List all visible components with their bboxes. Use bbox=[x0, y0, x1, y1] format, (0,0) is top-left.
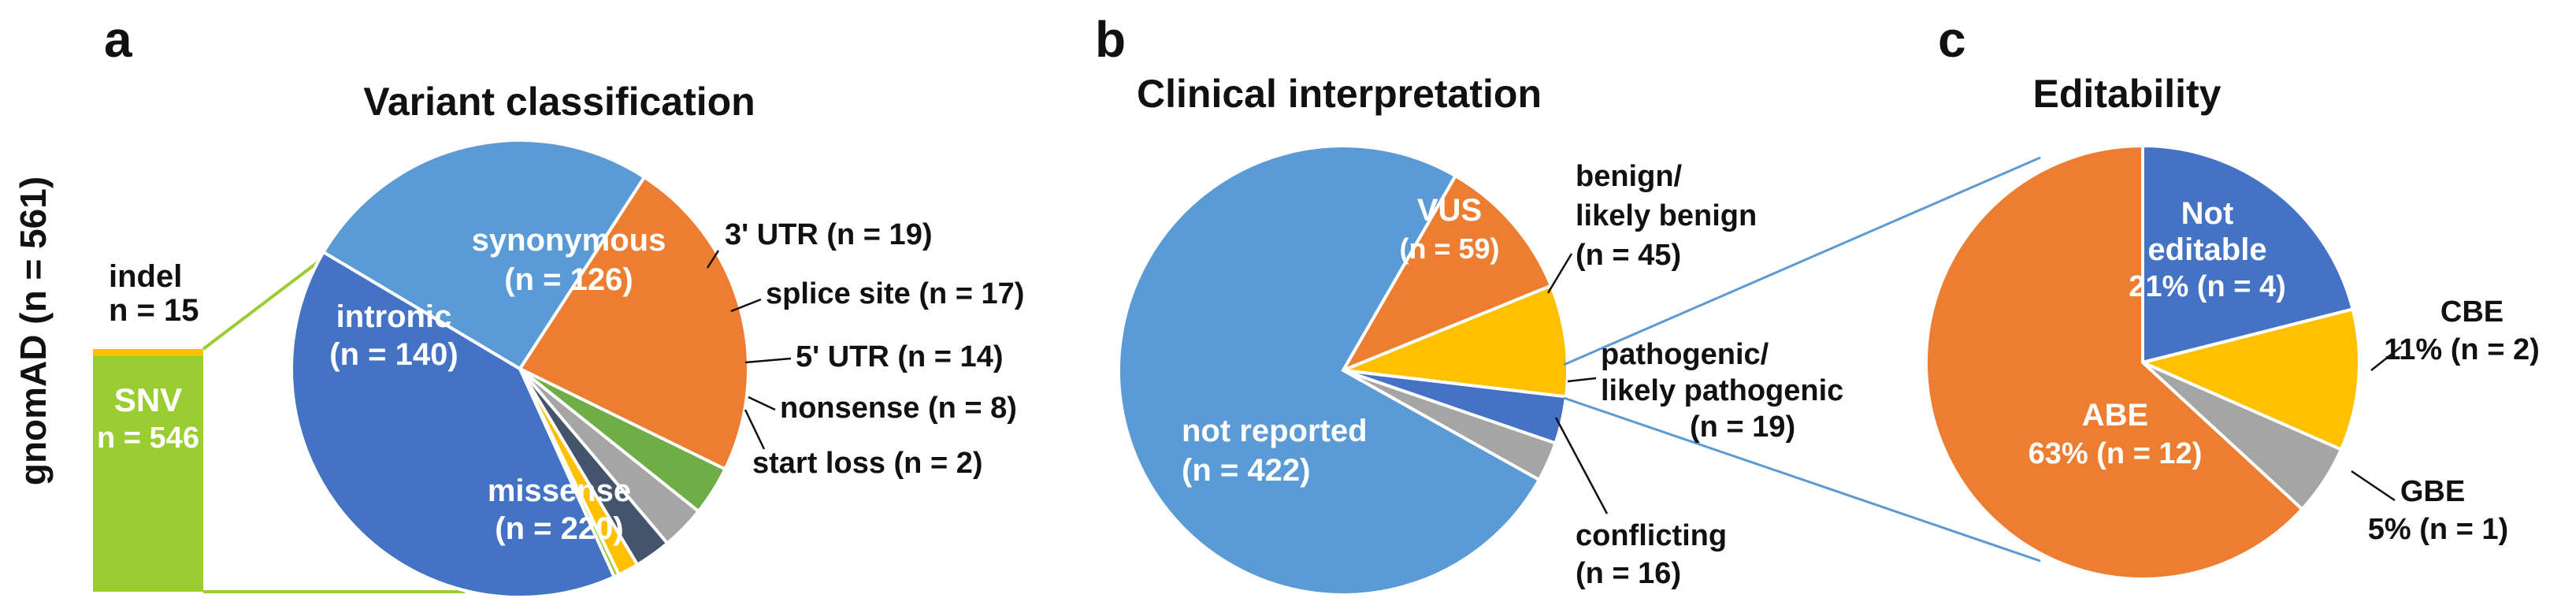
editability-title: Editability bbox=[2033, 72, 2222, 116]
benign-count: (n = 45) bbox=[1576, 239, 1681, 272]
pie-slice-cbe bbox=[2137, 307, 2361, 452]
leader-line-nonsense bbox=[748, 396, 776, 411]
intronic-count: (n = 140) bbox=[329, 337, 458, 372]
panel-letter-c: c bbox=[1938, 11, 1966, 68]
not-editable-value: 21% (n = 4) bbox=[2129, 270, 2286, 303]
abe-label: ABE bbox=[2082, 398, 2148, 433]
start-loss-label: start loss (n = 2) bbox=[752, 447, 982, 480]
conflicting-count: (n = 16) bbox=[1576, 557, 1681, 590]
variant-classification-title: Variant classification bbox=[363, 80, 755, 124]
synonymous-count: (n = 126) bbox=[504, 262, 633, 297]
vus-count: (n = 59) bbox=[1399, 232, 1499, 265]
pathogenic-count: (n = 19) bbox=[1690, 411, 1795, 444]
pie-slice-missense bbox=[289, 250, 617, 599]
not-reported-count: (n = 422) bbox=[1182, 453, 1310, 488]
gnomad-side-label: gnomAD (n = 561) bbox=[13, 176, 54, 485]
indel-count: n = 15 bbox=[109, 293, 199, 328]
pie-slice-not-reported bbox=[1117, 144, 1542, 596]
pie-slice-vus bbox=[1339, 173, 1553, 374]
abe-value: 63% (n = 12) bbox=[2029, 437, 2203, 470]
conflicting-label: conflicting bbox=[1576, 519, 1727, 552]
indel-label: indel bbox=[109, 259, 182, 294]
connector-line-bottom-bc bbox=[1563, 396, 2041, 563]
splice-site-label: splice site (n = 17) bbox=[766, 277, 1024, 310]
pie-slice-intronic bbox=[321, 139, 647, 371]
synonymous-label: synonymous bbox=[472, 223, 666, 258]
not-editable-label-line1: Not bbox=[2181, 196, 2234, 231]
clinical-interpretation-pie bbox=[1117, 144, 1569, 596]
vus-label: VUS bbox=[1417, 193, 1482, 228]
snv-count: n = 546 bbox=[97, 422, 199, 455]
connector-line-top-bc bbox=[1563, 156, 2041, 366]
snv-bar-segment bbox=[93, 356, 203, 592]
missense-count: (n = 220) bbox=[495, 511, 623, 546]
nonsense-label: nonsense (n = 8) bbox=[780, 392, 1017, 425]
leader-line-start-loss bbox=[744, 409, 766, 450]
benign-label-line2: likely benign bbox=[1576, 199, 1757, 232]
leader-line-splice bbox=[730, 298, 762, 313]
indel-bar-segment bbox=[93, 349, 203, 356]
leader-line-pathogenic bbox=[1567, 377, 1597, 383]
panel-letter-a: a bbox=[104, 11, 132, 68]
gbe-label: GBE bbox=[2400, 475, 2465, 508]
panel-letter-b: b bbox=[1095, 11, 1126, 68]
pie-slice-abe bbox=[1925, 143, 2305, 581]
intronic-label: intronic bbox=[336, 299, 452, 334]
clinical-interpretation-title: Clinical interpretation bbox=[1137, 72, 1542, 116]
pathogenic-label-line2: likely pathogenic bbox=[1601, 374, 1843, 407]
pie-slice-not-editable bbox=[2141, 143, 2355, 365]
not-reported-label: not reported bbox=[1182, 414, 1368, 448]
gbe-value: 5% (n = 1) bbox=[2368, 513, 2508, 546]
leader-line-utr3 bbox=[706, 250, 720, 269]
not-editable-label-line2: editable bbox=[2147, 232, 2266, 267]
leader-line-utr5 bbox=[744, 357, 792, 364]
snv-label: SNV bbox=[114, 381, 182, 418]
leader-line-benign bbox=[1546, 253, 1573, 294]
pathogenic-label-line1: pathogenic/ bbox=[1601, 338, 1769, 371]
pie-slice-benign-likely-benign bbox=[1342, 283, 1569, 399]
leader-line-gbe bbox=[2351, 470, 2396, 502]
variant-classification-pie bbox=[289, 139, 750, 599]
cbe-label: CBE bbox=[2441, 295, 2504, 329]
utr5-label: 5' UTR (n = 14) bbox=[796, 340, 1003, 373]
leader-line-conflicting bbox=[1554, 417, 1609, 515]
utr3-label: 3' UTR (n = 19) bbox=[725, 218, 932, 251]
cbe-value: 11% (n = 2) bbox=[2384, 333, 2539, 366]
leader-line-cbe bbox=[2370, 346, 2402, 371]
benign-label-line1: benign/ bbox=[1576, 160, 1683, 193]
missense-label: missense bbox=[488, 474, 631, 508]
editability-pie bbox=[1925, 143, 2361, 581]
